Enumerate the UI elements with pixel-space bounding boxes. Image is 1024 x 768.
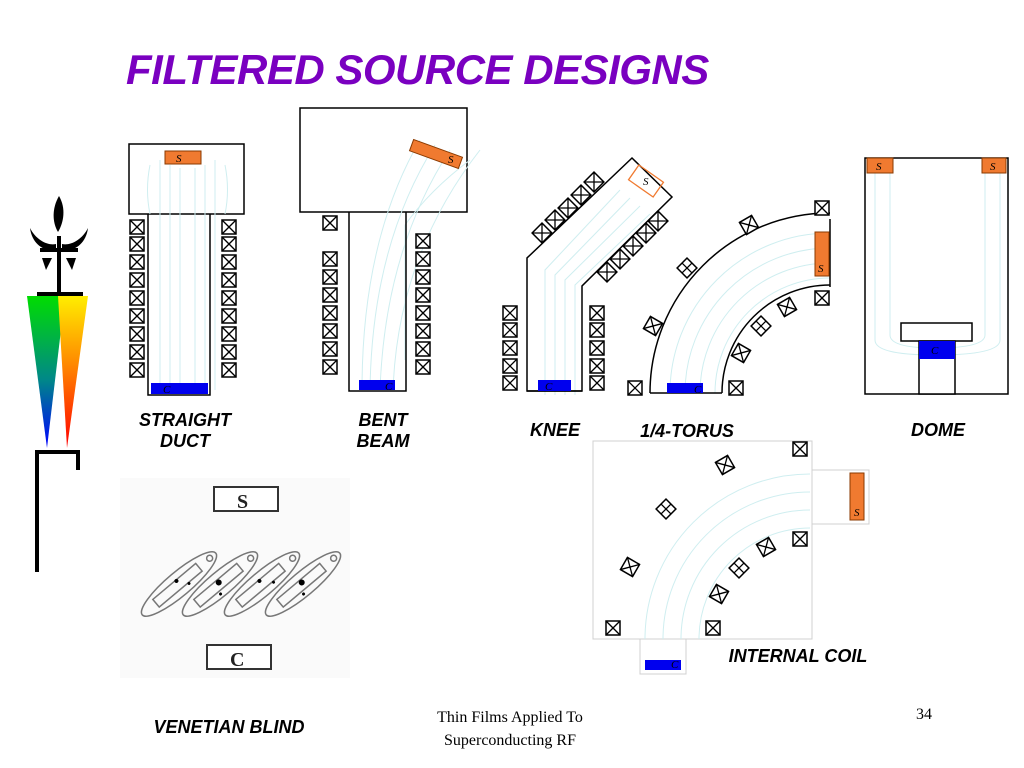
source-block	[814, 231, 830, 277]
footer-line: Thin Films Applied To	[437, 709, 583, 726]
source-box	[213, 486, 279, 512]
label-dome: DOME	[911, 420, 965, 440]
cathode-block	[919, 341, 955, 359]
coil-column-left	[502, 305, 518, 391]
coil-diagonal-upper	[531, 171, 605, 244]
quarter-torus-diagram: S C	[627, 200, 831, 396]
page-number: 34	[916, 706, 932, 723]
source-letter: S	[990, 161, 996, 173]
slide-title: FILTERED SOURCE DESIGNS	[126, 46, 709, 93]
label-straight-duct: STRAIGHT DUCT	[128, 410, 242, 452]
source-block-right	[981, 157, 1007, 174]
cathode-letter: C	[545, 381, 553, 393]
cathode-letter: C	[230, 649, 244, 671]
cathode-letter: C	[931, 345, 939, 357]
coil-column-left	[129, 219, 145, 378]
dome-diagram: C S S	[864, 157, 1009, 395]
source-block	[849, 472, 865, 521]
label-quarter-torus: 1/4-TORUS	[640, 421, 734, 441]
label-line: DUCT	[160, 431, 210, 451]
bent-beam-diagram: S C	[299, 107, 481, 393]
source-letter: S	[176, 153, 182, 165]
university-logo	[27, 196, 88, 572]
source-letter: S	[818, 263, 824, 275]
coil-column-right	[221, 219, 237, 378]
label-line: BENT	[358, 410, 408, 430]
source-block	[164, 150, 202, 165]
cathode-block	[151, 383, 208, 394]
footer-line: Superconducting RF	[444, 732, 576, 749]
coil-column-left	[322, 215, 338, 375]
cathode-block	[667, 383, 703, 393]
coil-column-right	[415, 233, 431, 375]
coil-column-right	[589, 305, 605, 391]
label-internal-coil: INTERNAL COIL	[728, 646, 868, 666]
cathode-block	[359, 380, 395, 390]
cathode-letter: C	[385, 381, 393, 393]
footer-text: Thin Films Applied To Superconducting RF	[405, 706, 615, 752]
venetian-blind-diagram: S C	[120, 478, 350, 678]
source-letter: S	[643, 176, 649, 188]
straight-duct-diagram: S C	[128, 143, 245, 396]
label-line: STRAIGHT	[139, 410, 231, 430]
cathode-letter: C	[163, 384, 171, 396]
cathode-box	[206, 644, 272, 670]
cathode-block	[645, 660, 681, 670]
source-letter: S	[237, 491, 248, 513]
label-line: BEAM	[356, 431, 410, 451]
source-letter: S	[854, 507, 860, 519]
cathode-letter: C	[694, 384, 702, 396]
label-bent-beam: BENT BEAM	[340, 410, 426, 452]
cathode-block	[538, 380, 571, 391]
source-outline	[627, 164, 665, 198]
source-block-left	[866, 157, 894, 174]
label-venetian-blind: VENETIAN BLIND	[153, 717, 305, 737]
coil-diagonal-lower	[596, 210, 669, 283]
source-block	[408, 138, 464, 170]
cathode-letter: C	[671, 659, 679, 671]
label-knee: KNEE	[529, 420, 580, 440]
knee-diagram: S C	[502, 156, 674, 395]
internal-coil-diagram: S C	[592, 440, 870, 675]
source-letter: S	[448, 154, 454, 166]
source-letter: S	[876, 161, 882, 173]
